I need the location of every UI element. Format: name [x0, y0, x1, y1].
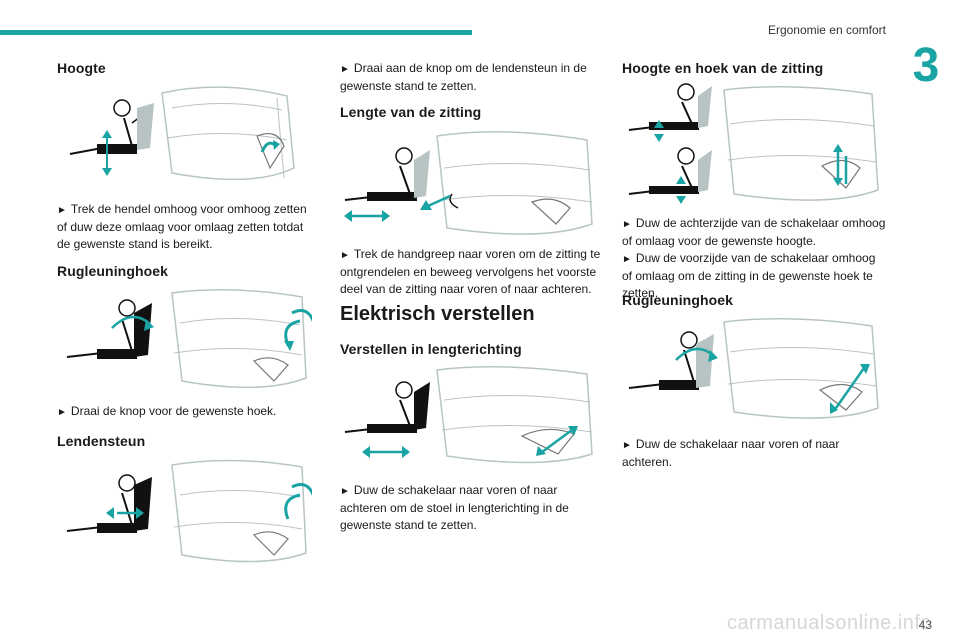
paragraph-longitudinal: ►Duw de schakelaar naar voren of naar ac…	[340, 483, 569, 532]
section-title-backrest: Rugleuninghoek	[57, 263, 169, 279]
illustration-lumbar	[62, 453, 312, 571]
paragraph-lumbar: ►Draai aan de knop om de lendensteun in …	[340, 61, 587, 93]
bullet-icon: ►	[57, 407, 67, 418]
header-title: Ergonomie en comfort	[767, 23, 886, 37]
section-title-electric: Elektrisch verstellen	[340, 303, 535, 325]
page-number: 43	[918, 618, 932, 632]
chapter-number: 3	[912, 39, 940, 92]
watermark: carmanualsonline.info	[726, 612, 932, 634]
header-accent-bar	[0, 30, 472, 35]
illustration-height-angle	[624, 80, 888, 210]
section-title-backrest-electric: Rugleuninghoek	[622, 292, 734, 308]
illustration-backrest-angle	[62, 283, 312, 398]
paragraph-height-angle: ►Duw de achterzijde van de schakelaar om…	[622, 216, 886, 300]
bullet-icon: ►	[622, 440, 632, 451]
bullet-icon: ►	[57, 205, 67, 216]
bullet-icon: ►	[622, 219, 632, 230]
section-title-height: Hoogte	[57, 60, 106, 76]
section-title-seat-length: Lengte van de zitting	[340, 104, 482, 120]
paragraph-backrest-electric: ►Duw de schakelaar naar voren of naar ac…	[622, 437, 840, 469]
bullet-icon: ►	[340, 486, 350, 497]
bullet-icon: ►	[340, 250, 350, 261]
illustration-seat-height	[62, 78, 302, 196]
illustration-backrest-electric	[624, 312, 888, 427]
paragraph-seat-length: ►Trek de handgreep naar voren om de zitt…	[340, 247, 601, 296]
section-title-height-angle: Hoogte en hoek van de zitting	[622, 60, 824, 76]
section-title-lumbar: Lendensteun	[57, 433, 146, 449]
illustration-seat-length	[342, 124, 604, 242]
paragraph-backrest: ►Draai de knop voor de gewenste hoek.	[57, 404, 277, 418]
bullet-icon: ►	[622, 254, 632, 265]
illustration-longitudinal	[342, 360, 604, 470]
paragraph-height: ►Trek de hendel omhoog voor omhoog zette…	[57, 202, 307, 251]
bullet-icon: ►	[340, 64, 350, 75]
section-title-longitudinal: Verstellen in lengterichting	[340, 341, 522, 357]
